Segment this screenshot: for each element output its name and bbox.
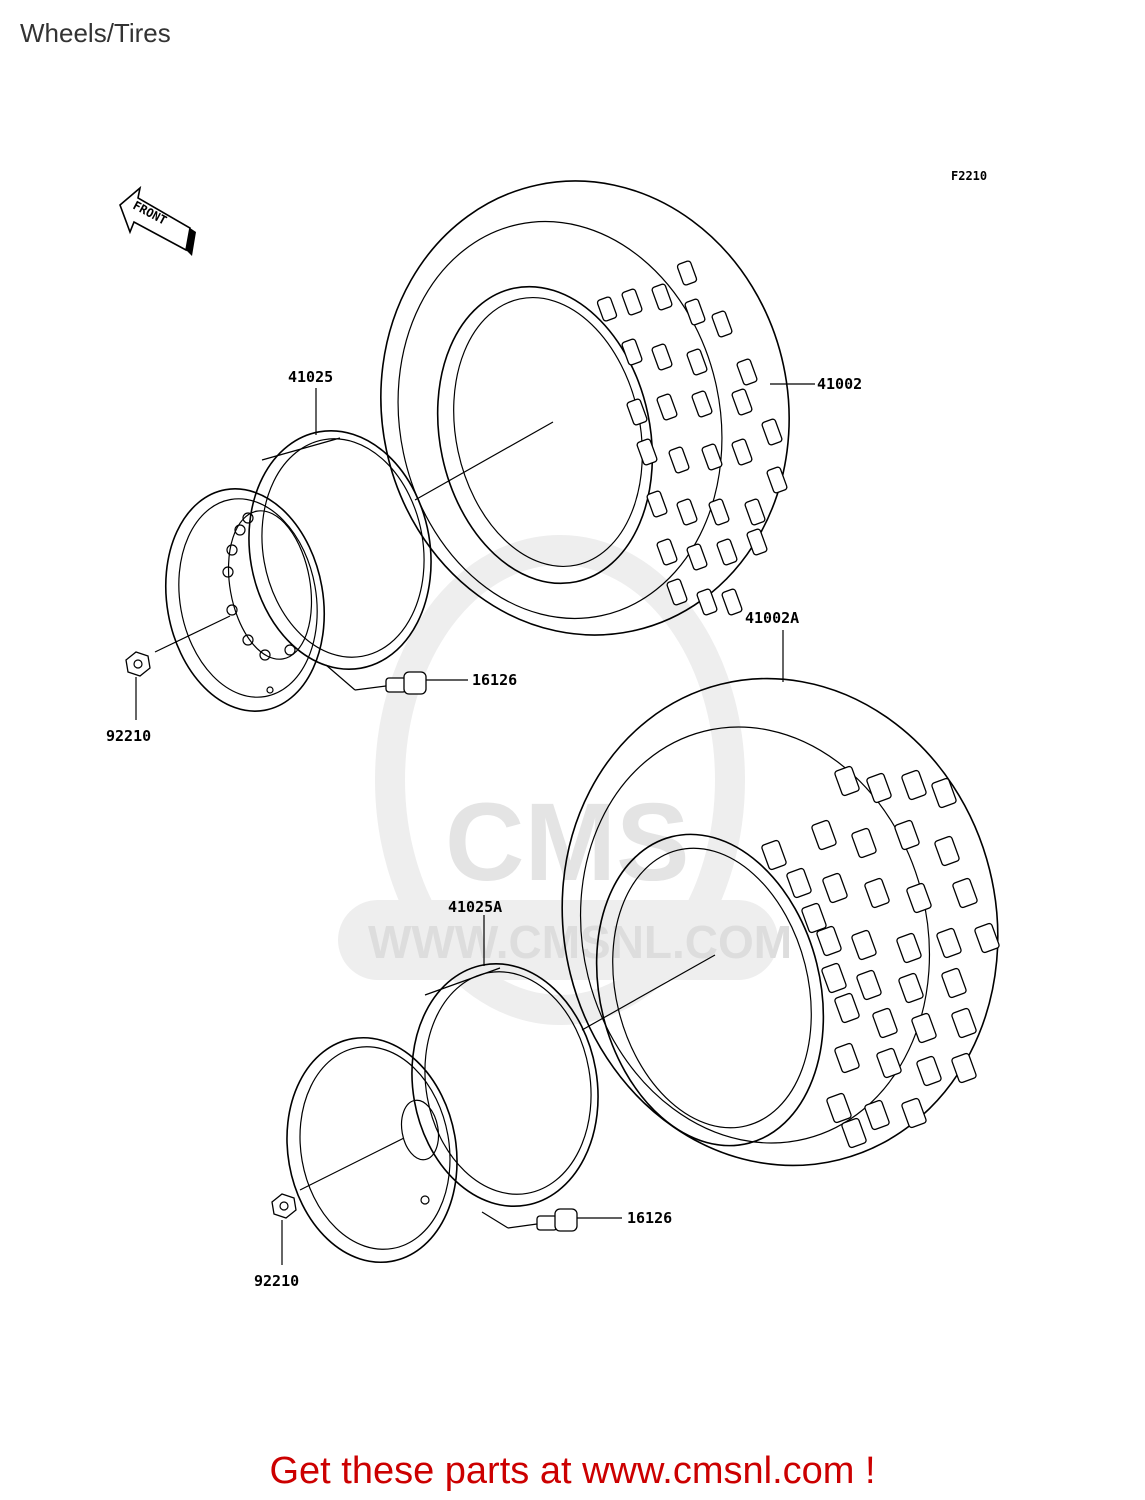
valve-lower: 16126 xyxy=(481,1208,672,1232)
tire-wheel-axis-lower xyxy=(581,954,716,1031)
nut-upper: 92210 xyxy=(106,651,151,745)
tire-lower-tread xyxy=(761,765,1000,1149)
nut-axis-lower xyxy=(299,1137,405,1191)
figure-code: F2210 xyxy=(951,169,987,183)
callout-41002: 41002 xyxy=(817,375,862,393)
watermark-url-text: WWW.CMSNL.COM xyxy=(368,916,792,968)
callout-41002A: 41002A xyxy=(745,609,799,627)
callout-92210-upper: 92210 xyxy=(106,727,151,745)
nut-lower: 92210 xyxy=(254,1193,299,1290)
callout-41025A: 41025A xyxy=(448,898,502,916)
callout-92210-lower: 92210 xyxy=(254,1272,299,1290)
nut-axis-upper xyxy=(154,615,231,653)
tire-lower xyxy=(561,677,1000,1167)
front-arrow-icon: FRONT xyxy=(119,185,196,256)
callout-16126-upper: 16126 xyxy=(472,671,517,689)
watermark: CMS WWW.CMSNL.COM xyxy=(338,535,792,1025)
tire-upper-tread xyxy=(596,260,788,616)
valve-upper: 16126 xyxy=(325,664,517,695)
callout-16126-lower: 16126 xyxy=(627,1209,672,1227)
tire-upper xyxy=(380,180,790,636)
wheel-upper-bolt-holes xyxy=(222,512,296,661)
callout-41025: 41025 xyxy=(288,368,333,386)
watermark-logo-text: CMS xyxy=(445,781,689,904)
page-title: Wheels/Tires xyxy=(20,18,171,48)
footer-link[interactable]: Get these parts at www.cmsnl.com ! xyxy=(269,1450,876,1492)
wheel-upper xyxy=(164,429,432,712)
tire-wheel-axis-upper xyxy=(414,421,554,501)
wheel-lower xyxy=(286,962,599,1264)
